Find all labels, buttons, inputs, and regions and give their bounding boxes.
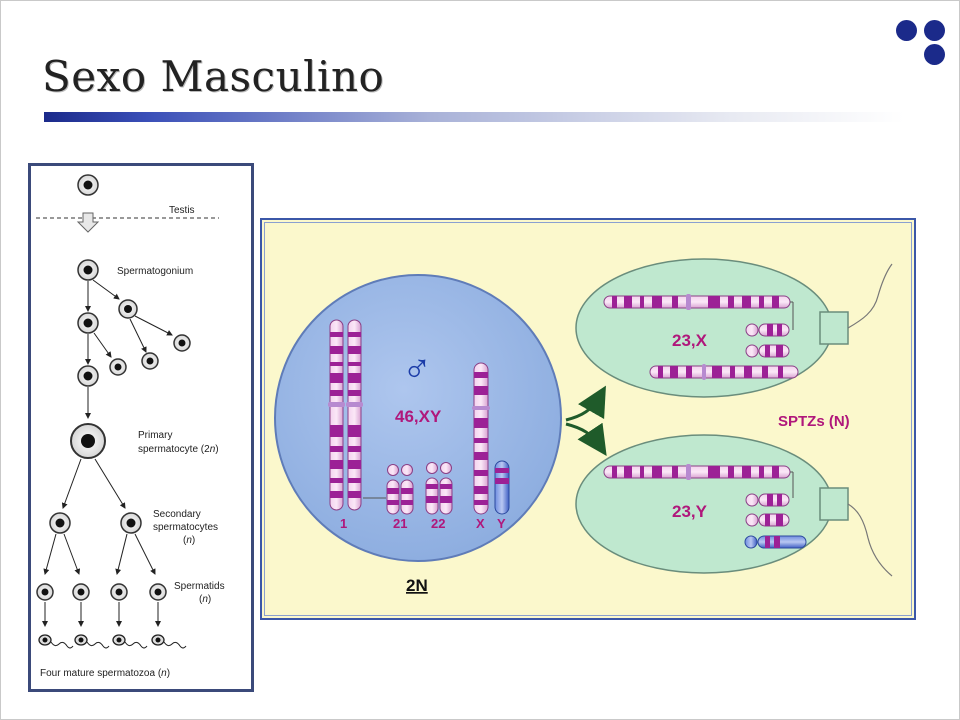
primary-label-line2: spermatocyte (2n) — [138, 444, 219, 455]
chromosome-22-pair — [425, 462, 453, 515]
secondary-label-line1: Secondary — [153, 509, 201, 520]
chromosome-1-pair — [328, 319, 363, 511]
chromosome-y-label: Y — [497, 516, 506, 531]
spermatozoon-icon — [151, 634, 187, 649]
decorative-dots-icon — [890, 18, 950, 68]
cell-spermatid — [110, 583, 128, 601]
spermatogenesis-diagram: Testis Spermatogonium — [28, 163, 254, 692]
sperm-y-karyotype-label: 23,Y — [672, 502, 708, 521]
cell-primary-spermatocyte — [70, 423, 106, 459]
cell-spermatogonium — [141, 352, 159, 370]
mature-spermatozoa-label: Four mature spermatozoa (n) — [40, 668, 170, 679]
arrow — [43, 533, 57, 575]
division-arrows-icon — [565, 385, 607, 456]
sperm-x-karyotype-label: 23,X — [672, 331, 708, 350]
cell-spermatid — [72, 583, 90, 601]
arrow — [115, 533, 128, 575]
chromosome-x-label: X — [476, 516, 485, 531]
arrow — [63, 533, 81, 575]
arrow — [94, 458, 126, 509]
dot-icon — [924, 44, 945, 65]
arrow — [134, 315, 173, 336]
diploid-cell — [274, 274, 562, 562]
diploid-karyotype-label: 46,XY — [395, 407, 442, 426]
sperm-y — [575, 434, 893, 577]
cell-secondary-spermatocyte — [120, 512, 142, 534]
sperm-x — [575, 258, 893, 398]
sperm-y-chromosomes — [603, 464, 807, 549]
title-underline-bar — [44, 112, 904, 122]
dot-icon — [896, 20, 917, 41]
cell-spermatogonium — [77, 365, 99, 387]
spermatozoon-icon — [38, 634, 74, 649]
cell-spermatogonium — [173, 334, 191, 352]
chromosome-21-label: 21 — [393, 516, 407, 531]
spermatids-label-line2: (n) — [199, 594, 211, 605]
sptz-label: SPTZs (N) — [778, 413, 850, 430]
secondary-label-line3: (n) — [183, 535, 195, 546]
entry-arrow-icon — [76, 212, 100, 233]
secondary-label-line2: spermatocytes — [153, 522, 218, 533]
male-symbol-icon: ♂ — [402, 347, 432, 391]
spermatozoon-icon — [74, 634, 110, 649]
ploidy-label: 2N — [406, 576, 428, 595]
arrow — [61, 458, 82, 509]
dot-icon — [924, 20, 945, 41]
arrow — [129, 318, 147, 353]
sperm-x-chromosomes — [603, 294, 799, 380]
arrow — [134, 533, 156, 575]
chromosome-x — [472, 362, 490, 515]
cell-stem — [77, 174, 99, 196]
spermatogenesis-svg: Testis Spermatogonium — [36, 174, 225, 679]
cell-secondary-spermatocyte — [49, 512, 71, 534]
testis-label: Testis — [169, 205, 195, 216]
chromosome-1-label: 1 — [340, 516, 347, 531]
primary-label-line1: Primary — [138, 430, 172, 441]
spermatozoon-icon — [112, 634, 148, 649]
arrow — [92, 279, 120, 300]
cell-spermatid — [149, 583, 167, 601]
spermatids-label-line1: Spermatids — [174, 581, 225, 592]
karyotype-svg: ♂ 46,XY — [274, 258, 893, 595]
cell-spermatogonium — [109, 358, 127, 376]
karyotype-diagram: ♂ 46,XY — [260, 218, 916, 620]
cell-spermatogonium — [118, 299, 138, 319]
cell-spermatid — [36, 583, 54, 601]
chromosome-21-pair — [386, 464, 414, 515]
chromosome-y — [494, 460, 510, 515]
slide-title: Sexo Masculino — [42, 52, 385, 101]
spermatogonium-label: Spermatogonium — [117, 266, 193, 277]
cell-spermatogonium — [77, 259, 99, 281]
arrow — [93, 332, 112, 358]
chromosome-22-label: 22 — [431, 516, 445, 531]
cell-spermatogonium — [77, 312, 99, 334]
